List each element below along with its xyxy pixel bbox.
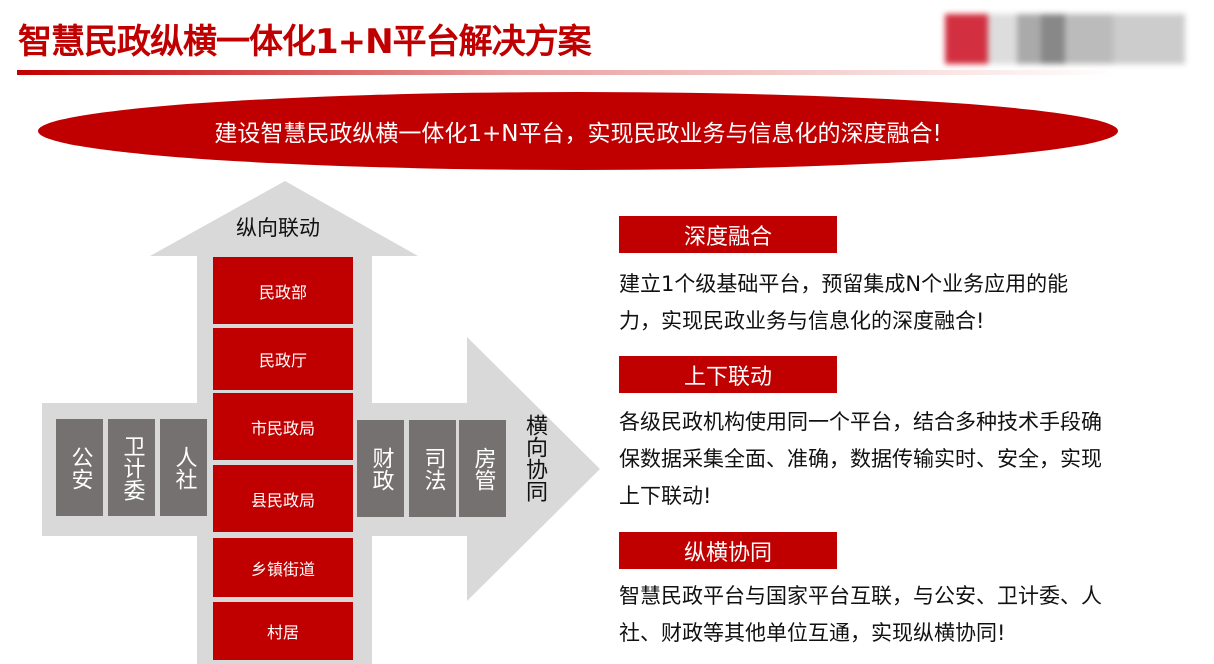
horizontal-collab-label: 横向协同 [522, 414, 547, 502]
level-box: 县民政局 [213, 465, 353, 532]
department-box: 人社 [160, 419, 207, 516]
vertical-linkage-label: 纵向联动 [236, 216, 320, 240]
section-body: 各级民政机构使用同一个平台，结合多种技术手段确保数据采集全面、准确，数据传输实时… [619, 410, 1102, 508]
level-box: 民政部 [213, 257, 353, 324]
department-box: 司法 [409, 420, 456, 517]
level-box: 民政厅 [213, 328, 353, 390]
department-box: 卫计委 [108, 419, 155, 516]
department-box: 房管 [459, 420, 506, 517]
department-box: 公安 [56, 419, 103, 516]
page-title: 智慧民政纵横一体化1+N平台解决方案 [18, 22, 592, 62]
level-box: 乡镇街道 [213, 538, 353, 597]
headline-banner: 建设智慧民政纵横一体化1+N平台，实现民政业务与信息化的深度融合! [38, 92, 1118, 170]
company-logo [945, 14, 1185, 64]
section-heading: 上下联动 [619, 356, 837, 393]
level-box: 村居 [213, 602, 353, 660]
section-body: 智慧民政平台与国家平台互联，与公安、卫计委、人社、财政等其他单位互通，实现纵横协… [619, 584, 1102, 645]
level-box: 市民政局 [213, 393, 353, 460]
title-divider [17, 70, 1117, 75]
section-heading: 纵横协同 [619, 532, 837, 569]
section-heading: 深度融合 [619, 216, 837, 253]
department-box: 财政 [357, 420, 404, 517]
section-body: 建立1个级基础平台，预留集成N个业务应用的能力，实现民政业务与信息化的深度融合! [619, 272, 1069, 333]
